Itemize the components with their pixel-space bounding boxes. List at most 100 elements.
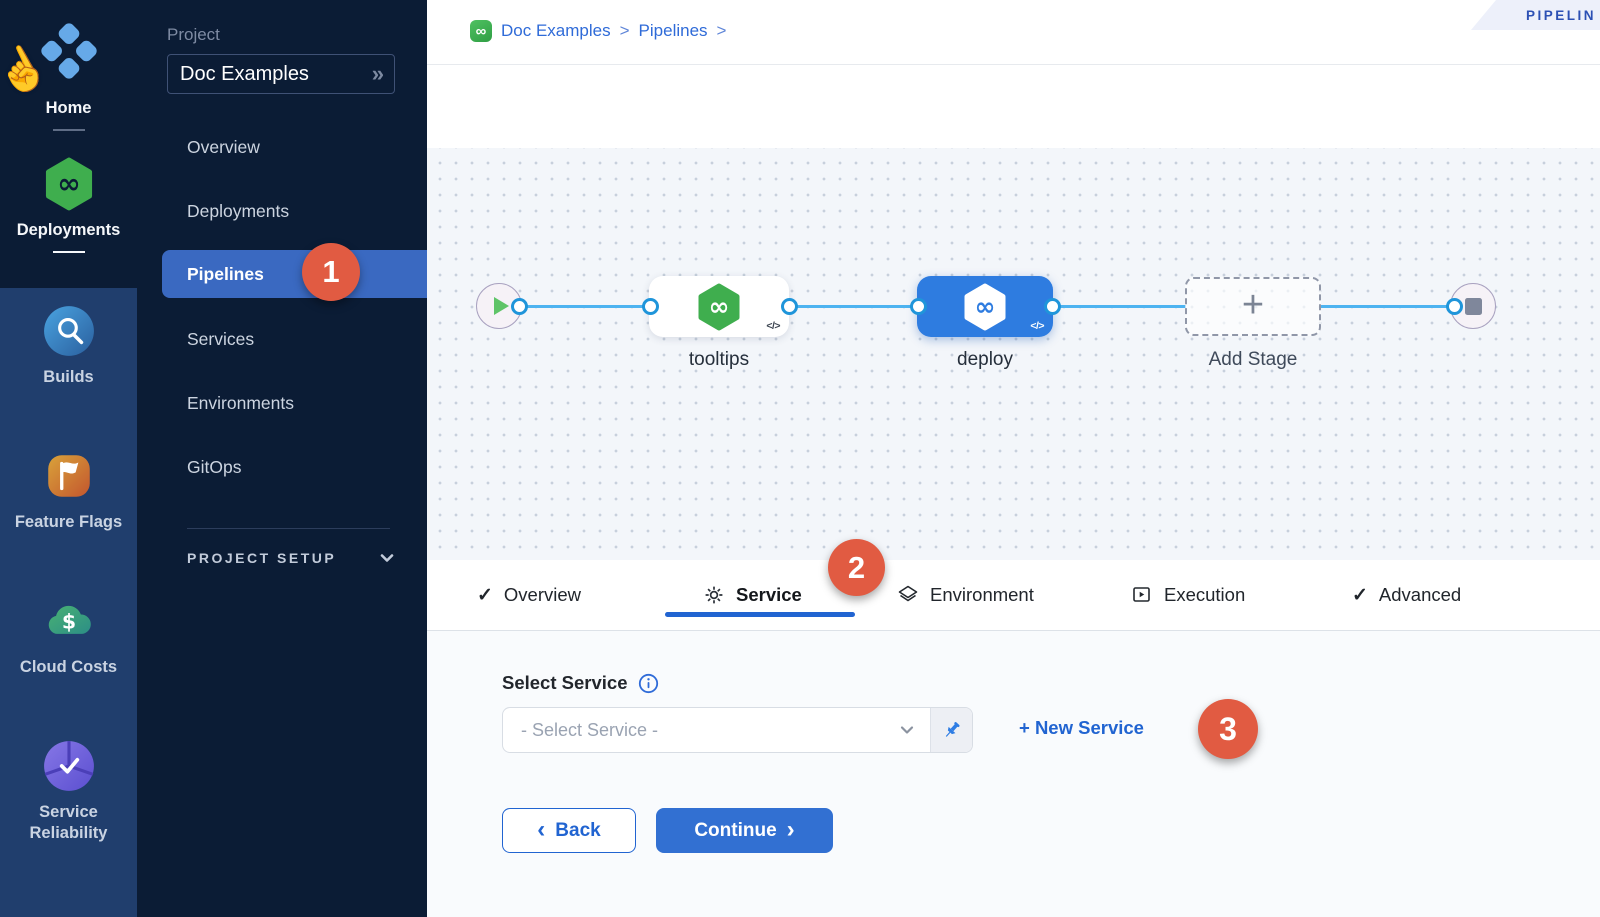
sidebar-item-label: GitOps [187,456,242,477]
breadcrumb: ∞ Doc Examples > Pipelines > [470,20,726,42]
project-setup-toggle[interactable]: PROJECT SETUP [187,548,397,568]
pipeline-edge [789,304,918,308]
annotation-badge-1: 1 [302,243,360,301]
pipeline-canvas[interactable]: ∞ </> tooltips ∞ </> deploy + Add Stage [427,148,1600,560]
sidebar-item-label: Services [187,328,255,349]
harness-stage-icon: ∞ [964,283,1006,330]
project-section-label: Project [167,25,220,44]
breadcrumb-bar: ∞ Doc Examples > Pipelines > PIPELIN [427,0,1600,65]
select-service-row: Select Service [502,672,659,694]
sidebar-item-label: Overview [187,136,260,157]
back-button[interactable]: ‹ Back [502,808,636,853]
pin-button[interactable] [930,708,972,752]
sidebar-item-pipelines[interactable]: Pipelines [162,250,427,298]
back-button-label: Back [555,819,601,841]
rail-item-home[interactable]: Home [0,12,137,131]
service-reliability-icon [0,738,137,794]
breadcrumb-separator: > [716,21,727,40]
sidebar-item-deployments[interactable]: Deployments [137,191,427,231]
plus-icon: + [1241,283,1265,326]
rail-item-builds[interactable]: Builds [0,303,137,388]
project-sidebar: Project Doc Examples » Overview Deployme… [137,0,427,917]
ribbon-label: PIPELIN [1525,7,1596,23]
tab-service[interactable]: Service [703,560,802,630]
project-selector[interactable]: Doc Examples » [167,54,395,94]
continue-button[interactable]: Continue › [656,808,833,853]
annotation-badge-2: 2 [828,539,885,596]
add-stage-label: Add Stage [1208,349,1298,370]
sidebar-item-overview[interactable]: Overview [137,127,427,167]
code-glyph: </> [1030,320,1044,332]
check-icon: ✓ [1352,584,1368,606]
feature-flags-icon [0,448,137,504]
breadcrumb-separator: > [619,21,630,40]
tab-label: Overview [503,584,582,605]
pipeline-edge [1052,304,1186,308]
deployments-icon: ∞ [0,156,137,212]
play-square-icon [1133,587,1150,602]
pipeline-edge [519,304,650,308]
stage-node-deploy[interactable]: ∞ </> [917,276,1053,337]
stage-label-tooltips: tooltips [688,349,750,370]
edge-port [510,297,528,315]
new-service-link[interactable]: + New Service [1019,717,1144,738]
tab-label: Service [736,584,802,605]
tab-label: Environment [930,584,1034,605]
harness-logo-icon: ∞ [470,20,492,42]
rail-item-service-reliability[interactable]: Service Reliability [0,738,137,843]
rail-item-cloud-costs[interactable]: $ Cloud Costs [0,593,137,678]
chevron-left-icon: ‹ [537,815,546,843]
cloud-costs-icon: $ [0,593,137,649]
annotation-badge-3: 3 [1198,699,1258,759]
svg-text:$: $ [61,610,75,634]
select-service-label: Select Service [502,672,628,693]
rail-item-label: Builds [43,368,94,386]
add-stage-button[interactable]: + [1185,277,1321,336]
sidebar-divider [187,528,390,529]
play-icon [493,297,509,315]
tab-advanced[interactable]: ✓ Advanced [1352,560,1461,630]
service-select-dropdown[interactable]: - Select Service - [502,707,973,753]
edge-port [909,297,927,315]
gear-icon [705,586,723,604]
breadcrumb-link-pipelines[interactable]: Pipelines [638,21,708,40]
tab-label: Advanced [1378,584,1462,605]
sidebar-item-services[interactable]: Services [137,319,427,359]
svg-text:∞: ∞ [57,167,80,200]
chevron-down-icon[interactable] [884,708,930,752]
rail-item-label: Service Reliability [29,803,108,842]
home-icon [0,12,137,90]
continue-button-label: Continue [694,819,777,841]
rail-item-deployments[interactable]: ∞ Deployments [0,156,137,253]
rail-item-feature-flags[interactable]: Feature Flags [0,448,137,533]
service-select-value[interactable]: - Select Service - [521,719,659,740]
rail-item-label: Feature Flags [14,513,123,531]
pipeline-header: Help Panel 1 VISUAL [427,65,1600,194]
pipeline-studio-ribbon: PIPELIN [1471,0,1600,30]
pipeline-edge [1319,304,1454,308]
rail-item-label: Deployments [16,221,121,239]
project-setup-label: PROJECT SETUP [187,550,337,566]
module-rail: Home ∞ Deployments [0,0,137,917]
sidebar-item-environments[interactable]: Environments [137,383,427,423]
sidebar-item-label: Environments [187,392,294,413]
stop-icon [1464,297,1482,315]
layers-icon [898,585,918,602]
harness-stage-icon: ∞ [698,283,740,330]
tab-overview[interactable]: ✓ Overview [477,560,581,630]
service-config-panel: Select Service - Select Service - [427,631,1600,917]
pin-icon [945,722,960,737]
tab-environment[interactable]: Environment [897,560,1034,630]
project-name: Doc Examples [180,62,309,85]
edge-port [1043,297,1061,315]
info-icon[interactable] [638,673,659,694]
module-rail-active-section [0,0,137,288]
edge-port [641,297,659,315]
breadcrumb-link-project[interactable]: Doc Examples [501,21,611,40]
builds-icon [0,303,137,359]
sidebar-item-gitops[interactable]: GitOps [137,447,427,487]
tab-execution[interactable]: Execution [1131,560,1245,630]
code-glyph: </> [766,320,780,332]
stage-node-tooltips[interactable]: ∞ </> [649,276,789,337]
